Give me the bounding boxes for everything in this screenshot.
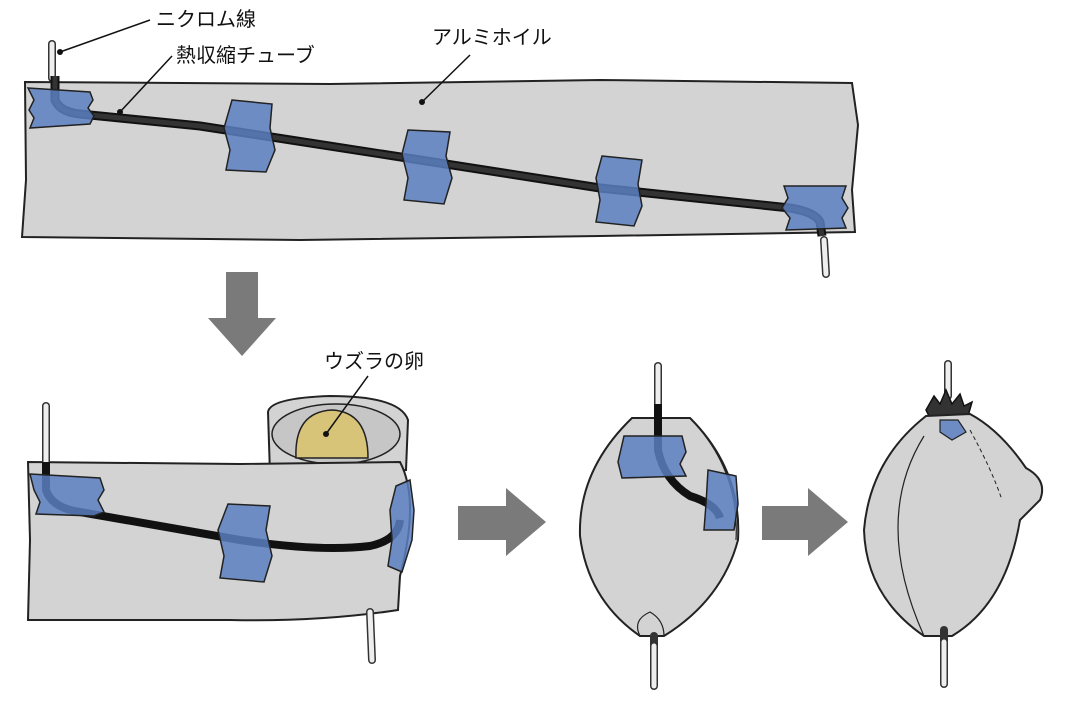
step-2-rolled-foil: ウズラの卵 (26, 349, 424, 664)
right-arrow-icon (458, 488, 546, 556)
aluminum-foil-label: アルミホイル (432, 25, 552, 49)
leader-line-egg (325, 375, 369, 435)
step-3-wrapped-egg (578, 362, 740, 690)
tape-piece (781, 185, 849, 231)
tape-piece (617, 435, 688, 479)
tape-piece (29, 473, 106, 517)
quail-egg-label: ウズラの卵 (324, 349, 424, 373)
foil-wrapped-body (862, 412, 1044, 637)
tape-piece (223, 99, 276, 173)
step-1-flat-foil: ニクロム線 熱収縮チューブ アルミホイル (20, 7, 860, 278)
tape-piece (26, 87, 95, 129)
step-4-finished (862, 360, 1044, 688)
quail-egg (295, 409, 369, 459)
down-arrow-icon (208, 272, 276, 356)
tape-piece (401, 129, 453, 205)
leader-line-tube (119, 55, 173, 113)
tape-piece (595, 155, 643, 227)
tape-piece (387, 478, 415, 574)
heat-shrink-tube-label: 熱収縮チューブ (176, 43, 315, 67)
tape-piece (939, 419, 967, 441)
leader-line-nichrome (59, 19, 151, 53)
tape-piece (703, 469, 739, 531)
tape-piece (217, 503, 273, 583)
nichrome-wire-label: ニクロム線 (156, 7, 256, 31)
right-arrow-icon (762, 488, 848, 556)
leader-line-foil (421, 54, 471, 103)
